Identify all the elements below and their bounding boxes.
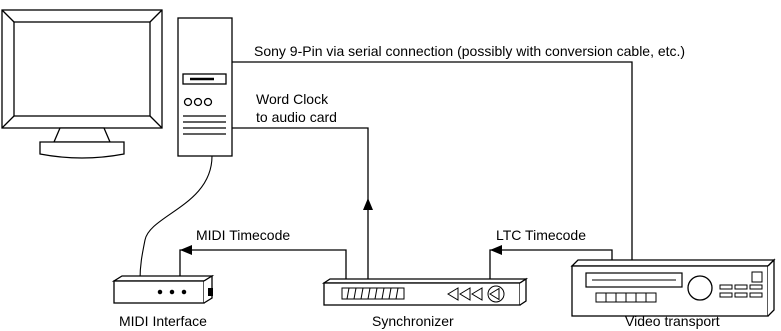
midi-timecode-arrow (180, 245, 192, 255)
sony-9pin-label: Sony 9-Pin via serial connection (possib… (254, 43, 686, 59)
computer-monitor (1, 9, 163, 159)
ltc-timecode-arrow (490, 245, 502, 255)
computer-midi-cable (139, 155, 213, 281)
video-transport-label: Video transport (625, 313, 720, 329)
word-clock-label-line1: Word Clock (256, 91, 329, 107)
synchronizer-device (321, 277, 529, 306)
word-clock-label-line2: to audio card (256, 109, 337, 125)
sony-9pin-line (232, 61, 633, 266)
computer-tower (177, 17, 233, 157)
midi-timecode-label: MIDI Timecode (196, 227, 291, 243)
midi-timecode-line (179, 249, 347, 283)
video-transport-device (570, 258, 776, 317)
midi-interface-label: MIDI Interface (119, 313, 207, 329)
midi-interface-device (111, 274, 215, 304)
ltc-timecode-label: LTC Timecode (496, 227, 586, 243)
ltc-timecode-line (489, 249, 613, 283)
word-clock-arrow (363, 198, 373, 210)
synchronizer-label: Synchronizer (372, 313, 454, 329)
word-clock-line (232, 127, 369, 280)
